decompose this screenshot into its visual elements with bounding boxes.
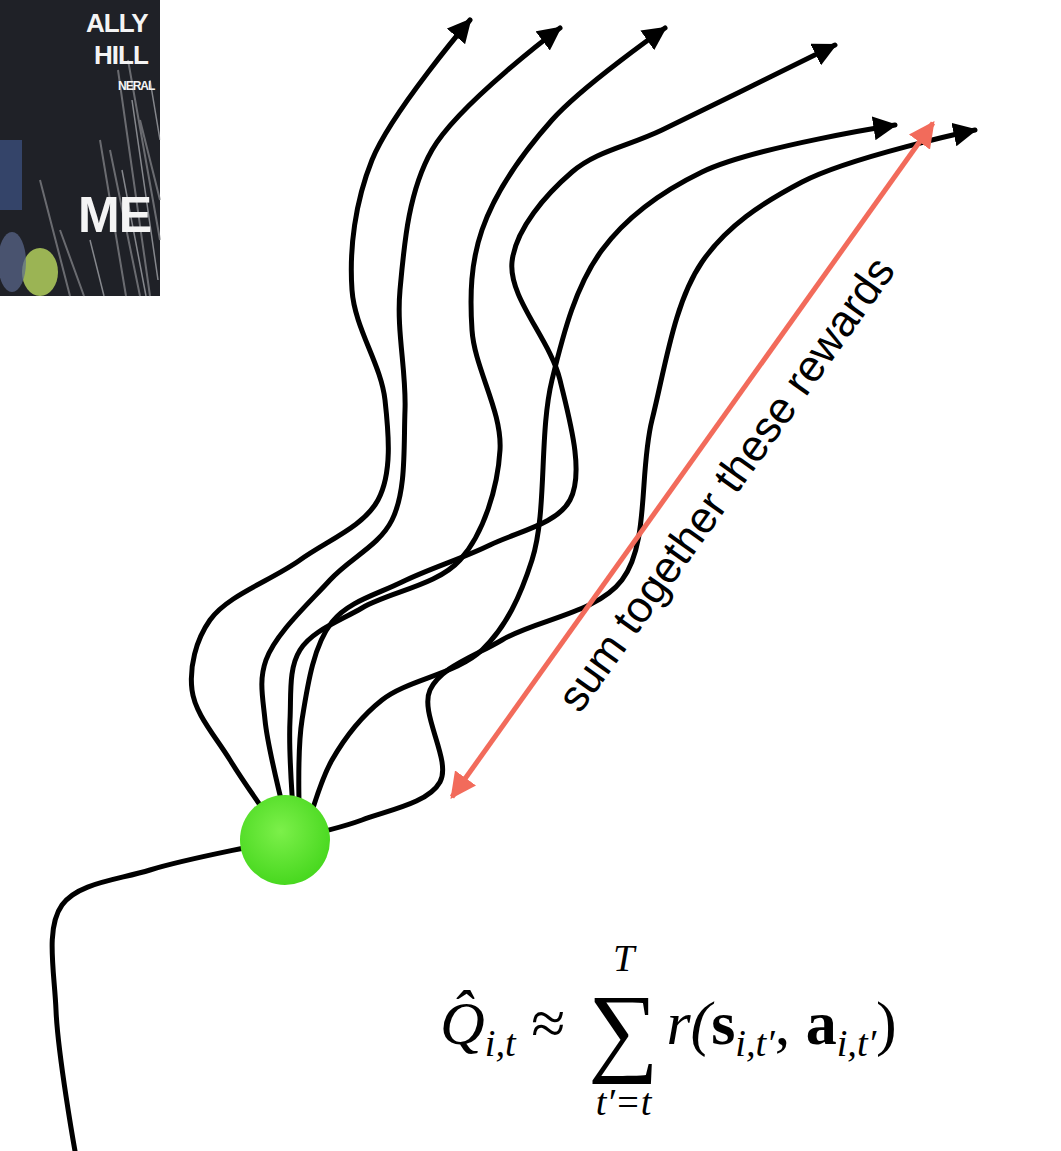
parenthesis: ): [876, 989, 897, 1057]
poster-title: ME: [78, 190, 151, 240]
arrow-annotation: sum together these rewards: [546, 245, 907, 724]
poster-hair-streaks: [40, 60, 160, 296]
incoming-trajectory: [52, 840, 285, 1151]
poster-image: [0, 0, 160, 296]
subscript: i,t: [485, 1022, 516, 1064]
state-symbol: s: [711, 989, 735, 1057]
sampled-trajectory: [305, 125, 895, 835]
action-symbol: a: [806, 989, 837, 1057]
poster-green-patch: [22, 248, 58, 296]
reward-function: r(: [666, 989, 711, 1057]
sampled-trajectory: [285, 130, 975, 840]
state-dot: [240, 795, 330, 885]
poster-subtitle: NERAL: [118, 80, 154, 92]
poster-title: HILL: [94, 42, 148, 68]
sampled-trajectory: [262, 28, 560, 835]
poster-figure: [0, 232, 26, 292]
comma: ,: [775, 989, 791, 1057]
sum-upper-limit: T: [613, 936, 634, 980]
sum-block: T∑t′=t: [588, 936, 659, 1124]
poster-blue-patch: [0, 140, 22, 210]
trajectory-curves: [52, 20, 975, 1151]
reward-span-arrow: [452, 123, 933, 797]
sum-sign: ∑: [588, 980, 659, 1079]
subscript: i,t′: [735, 1022, 774, 1064]
q-estimate-formula: Q̂i,t≈T∑t′=tr(si,t′,ai,t′): [440, 936, 897, 1124]
q-hat-symbol: Q̂: [440, 989, 485, 1057]
poster-title: ALLY: [86, 10, 148, 36]
approx-sign: ≈: [531, 989, 565, 1057]
sum-lower-limit: t′=t: [596, 1080, 652, 1124]
poster-light-streaks: [90, 80, 160, 296]
poster-text-area: ALLY HILL NERAL ME: [0, 0, 160, 296]
subscript: i,t′: [837, 1022, 876, 1064]
